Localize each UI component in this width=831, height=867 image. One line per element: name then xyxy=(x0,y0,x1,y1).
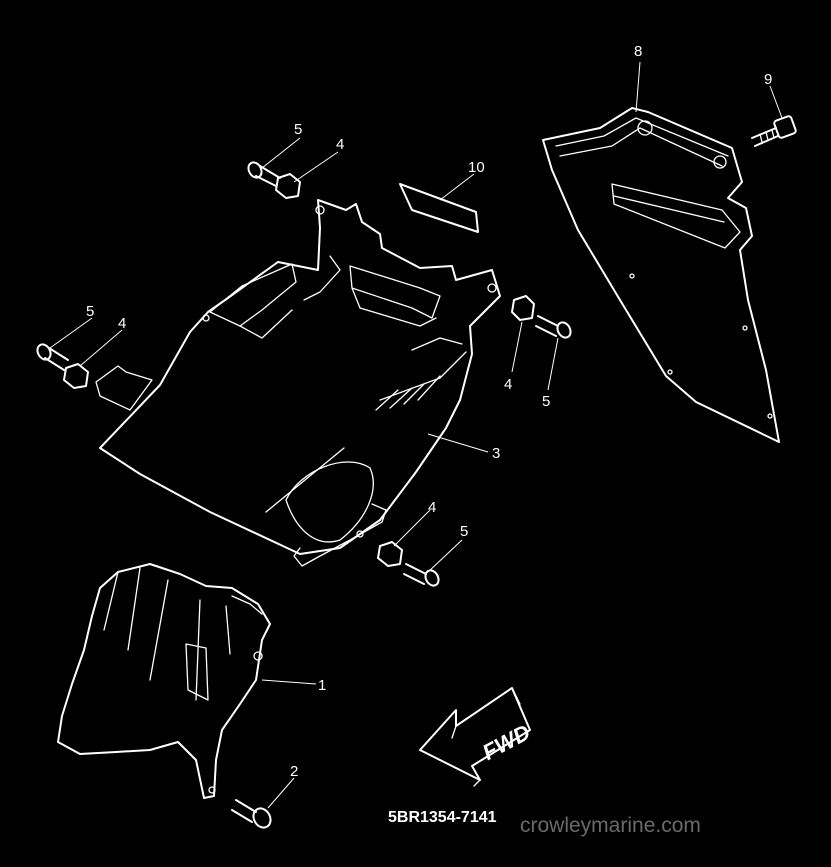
leader-lines xyxy=(49,61,783,809)
callout-5-top: 5 xyxy=(294,121,302,138)
callout-2: 2 xyxy=(290,763,298,780)
part-4-nut-bottom[interactable] xyxy=(377,541,403,567)
watermark-text: crowleymarine.com xyxy=(520,814,701,837)
callout-4-right: 4 xyxy=(504,376,512,393)
part-4-nut-top[interactable] xyxy=(275,173,301,199)
part-4-nut-left[interactable] xyxy=(63,363,89,389)
callout-3: 3 xyxy=(492,445,500,462)
part-5-screw-left[interactable] xyxy=(35,342,69,371)
callout-4-bottom: 4 xyxy=(428,499,436,516)
part-4-nut-right[interactable] xyxy=(511,295,535,321)
callout-1: 1 xyxy=(318,677,326,694)
part-3-under-cover[interactable] xyxy=(95,199,501,567)
callout-4-top: 4 xyxy=(336,136,344,153)
callout-5-bottom: 5 xyxy=(460,523,468,540)
callout-5-left: 5 xyxy=(86,303,94,320)
callout-9: 9 xyxy=(764,71,772,88)
callout-labels: 5 4 5 4 4 5 3 4 5 8 9 10 1 2 xyxy=(86,43,772,780)
callout-10: 10 xyxy=(468,159,485,176)
fwd-arrow: FWD xyxy=(419,687,534,787)
part-8-side-panel[interactable] xyxy=(542,107,780,443)
callout-5-right: 5 xyxy=(542,393,550,410)
part-9-screw[interactable] xyxy=(751,115,797,147)
part-10-label[interactable] xyxy=(399,183,479,233)
part-2-screw[interactable] xyxy=(231,799,274,831)
part-5-screw-bottom[interactable] xyxy=(403,563,441,588)
part-5-screw-right[interactable] xyxy=(535,315,573,340)
callout-8: 8 xyxy=(634,43,642,60)
fwd-label: FWD xyxy=(478,719,534,765)
part-1-front-cover[interactable] xyxy=(57,563,271,799)
callout-4-left: 4 xyxy=(118,315,126,332)
drawing-number: 5BR1354-7141 xyxy=(388,809,497,826)
part-5-screw-top[interactable] xyxy=(246,160,281,187)
